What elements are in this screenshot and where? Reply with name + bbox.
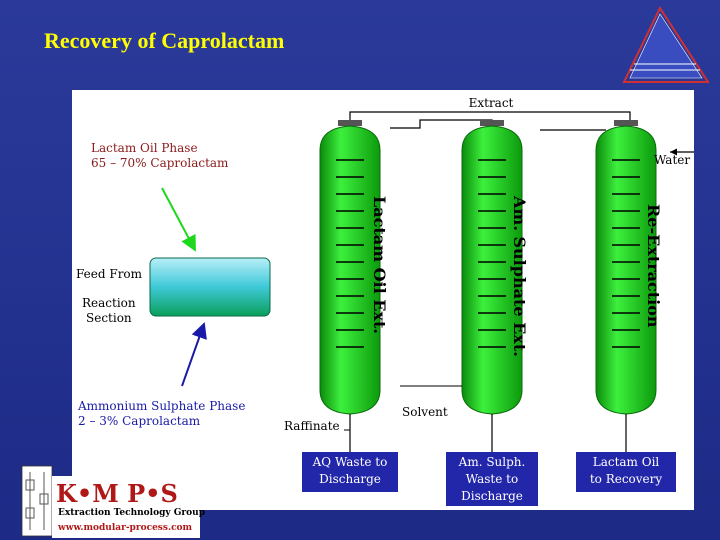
slide-title: Recovery of Caprolactam — [44, 28, 285, 53]
column1-label: Lactam Oil Ext. — [370, 196, 389, 334]
raffinate-label: Raffinate — [284, 419, 340, 433]
lactam-oil-phase-line2: 65 – 70% Caprolactam — [91, 156, 229, 170]
extract-line — [349, 111, 631, 124]
out3-line1: Lactam Oil — [593, 455, 660, 469]
column3-label: Re-Extraction — [644, 204, 663, 328]
col2-col1-connector — [390, 119, 493, 129]
amm-sulphate-line1: Ammonium Sulphate Phase — [77, 399, 245, 413]
out1-line1: AQ Waste to — [312, 455, 388, 469]
logo-name: K•M P•S — [56, 479, 178, 508]
feed-tank — [149, 257, 271, 317]
column2-label: Am. Sulphate Ext. — [510, 195, 529, 357]
solvent-label: Solvent — [402, 405, 448, 419]
out2-line2: Waste to — [466, 472, 518, 486]
out3-line2: to Recovery — [590, 472, 663, 486]
amm-sulphate-arrow — [181, 322, 207, 387]
water-label: Water — [654, 153, 690, 167]
output-box-aq-waste: AQ Waste to Discharge — [302, 452, 398, 492]
out1-line2: Discharge — [319, 472, 381, 486]
column-re-extraction: Re-Extraction — [595, 120, 663, 415]
amm-sulphate-line2: 2 – 3% Caprolactam — [78, 414, 201, 428]
reaction-line2: Section — [86, 311, 132, 325]
lactam-oil-arrow — [161, 187, 196, 252]
column-am-sulphate-ext: Am. Sulphate Ext. — [461, 120, 529, 415]
logo-url: www.modular-process.com — [57, 523, 193, 533]
feed-from-label: Feed From — [76, 267, 143, 281]
out2-line3: Discharge — [461, 489, 523, 503]
output-box-lactam-oil: Lactam Oil to Recovery — [576, 452, 676, 492]
extract-label: Extract — [469, 96, 514, 110]
raffinate-line — [344, 414, 351, 431]
lactam-oil-phase-line1: Lactam Oil Phase — [91, 141, 198, 155]
output-box-am-sulph-waste: Am. Sulph. Waste to Discharge — [446, 452, 538, 506]
reaction-line1: Reaction — [82, 296, 136, 310]
kmps-logo: K•M P•S Extraction Technology Group www.… — [21, 465, 205, 538]
logo-tagline: Extraction Technology Group — [58, 508, 205, 518]
column-lactam-oil-ext: Lactam Oil Ext. — [319, 120, 389, 415]
out2-line1: Am. Sulph. — [458, 455, 526, 469]
